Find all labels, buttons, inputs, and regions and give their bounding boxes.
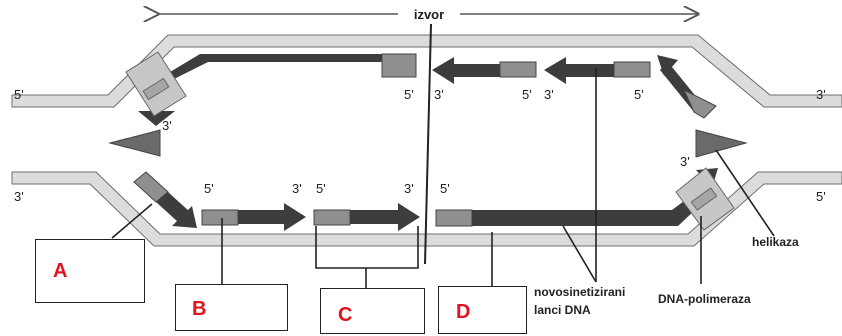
top-leading-primer: [381, 53, 417, 78]
bottom-okazaki-primer-2: [313, 209, 351, 226]
right-dna-polymerase: [675, 167, 735, 231]
top-fragment-2-right-label: 5': [522, 87, 532, 102]
answer-box-c-letter: C: [338, 304, 353, 326]
bottom-template-strand: [11, 171, 842, 247]
polymerase-label: DNA-polimeraza: [658, 292, 751, 306]
left-polymerase-3-label: 3': [162, 118, 172, 133]
top-okazaki-primer-2: [613, 61, 651, 78]
bottom-leading-new-strand: [472, 186, 712, 226]
origin-line: [424, 23, 432, 265]
bottom-left-new-fragment: [133, 171, 197, 228]
top-okazaki-fragment-1: [432, 57, 500, 84]
bottom-okazaki-fragment-2: [350, 203, 420, 231]
bottom-leading-left-label: 5': [440, 181, 450, 196]
new-strands-pointer-bottom: [562, 225, 597, 283]
top-right-end-label: 3': [816, 87, 826, 102]
answer-box-d-letter: D: [456, 301, 471, 323]
answer-box-c[interactable]: C: [320, 288, 425, 334]
bottom-leading-primer: [435, 209, 473, 227]
bottom-fragment-1-left-label: 5': [204, 181, 214, 196]
box-a-pointer: [111, 203, 153, 239]
answer-box-d[interactable]: D: [438, 286, 527, 334]
top-leading-new-strand: [148, 54, 382, 111]
top-strand-arrowhead: [138, 111, 175, 126]
bottom-okazaki-primer-1: [201, 209, 239, 226]
bottom-okazaki-fragment-1: [238, 203, 306, 231]
left-helicase-icon: [108, 129, 161, 157]
helicase-pointer: [715, 149, 775, 237]
top-okazaki-primer-1: [499, 61, 537, 78]
bottom-fragment-2-left-label: 5': [316, 181, 326, 196]
right-polymerase-3-label: 3': [680, 154, 690, 169]
new-strands-label-line1: novosinetizirani: [534, 285, 625, 299]
left-dna-polymerase: [125, 51, 187, 117]
bottom-fragment-2-right-label: 3': [404, 181, 414, 196]
answer-box-b[interactable]: B: [175, 284, 288, 331]
bottom-fragment-1-right-label: 3': [292, 181, 302, 196]
new-strands-label-line2: lanci DNA: [534, 303, 591, 317]
answer-box-a-letter: A: [53, 260, 68, 282]
origin-label: izvor: [414, 7, 444, 22]
top-template-strand: [11, 34, 842, 108]
right-helicase-icon: [695, 129, 748, 158]
top-fragment-1-right-label: 5': [404, 87, 414, 102]
answer-box-a[interactable]: A: [35, 239, 145, 303]
top-fragment-2-left-label: 3': [434, 87, 444, 102]
bottom-left-end-label: 3': [14, 189, 24, 204]
bottom-right-end-label: 5': [816, 189, 826, 204]
top-okazaki-fragment-2: [544, 57, 614, 84]
helicase-label: helikaza: [752, 235, 799, 249]
top-right-new-fragment: [657, 55, 717, 119]
answer-box-b-letter: B: [192, 298, 207, 320]
box-c-bracket: [315, 226, 419, 288]
top-left-end-label: 5': [14, 87, 24, 102]
top-fragment-3-left-label: 3': [544, 87, 554, 102]
top-fragment-3-right-label: 5': [634, 87, 644, 102]
